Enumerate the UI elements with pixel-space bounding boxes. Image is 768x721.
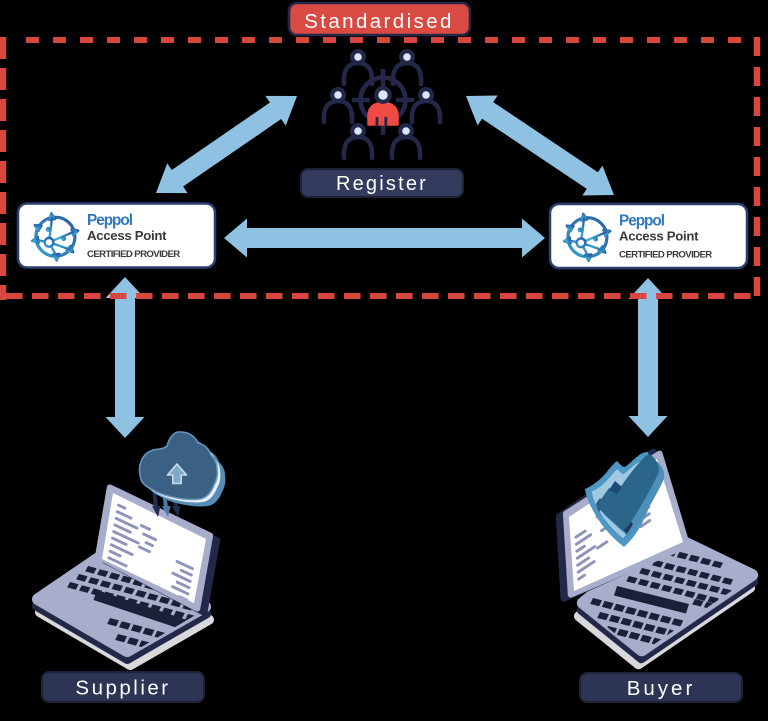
svg-text:Standardised: Standardised <box>304 10 454 33</box>
svg-text:Access Point: Access Point <box>619 229 699 244</box>
svg-text:Supplier: Supplier <box>75 676 170 699</box>
svg-text:Peppol: Peppol <box>87 212 133 229</box>
svg-text:Buyer: Buyer <box>627 677 696 700</box>
svg-text:CERTIFIED PROVIDER: CERTIFIED PROVIDER <box>619 249 712 260</box>
svg-text:CERTIFIED PROVIDER: CERTIFIED PROVIDER <box>87 249 180 260</box>
svg-text:Register: Register <box>336 173 428 195</box>
svg-text:Access Point: Access Point <box>87 228 167 243</box>
svg-text:Peppol: Peppol <box>619 212 665 229</box>
